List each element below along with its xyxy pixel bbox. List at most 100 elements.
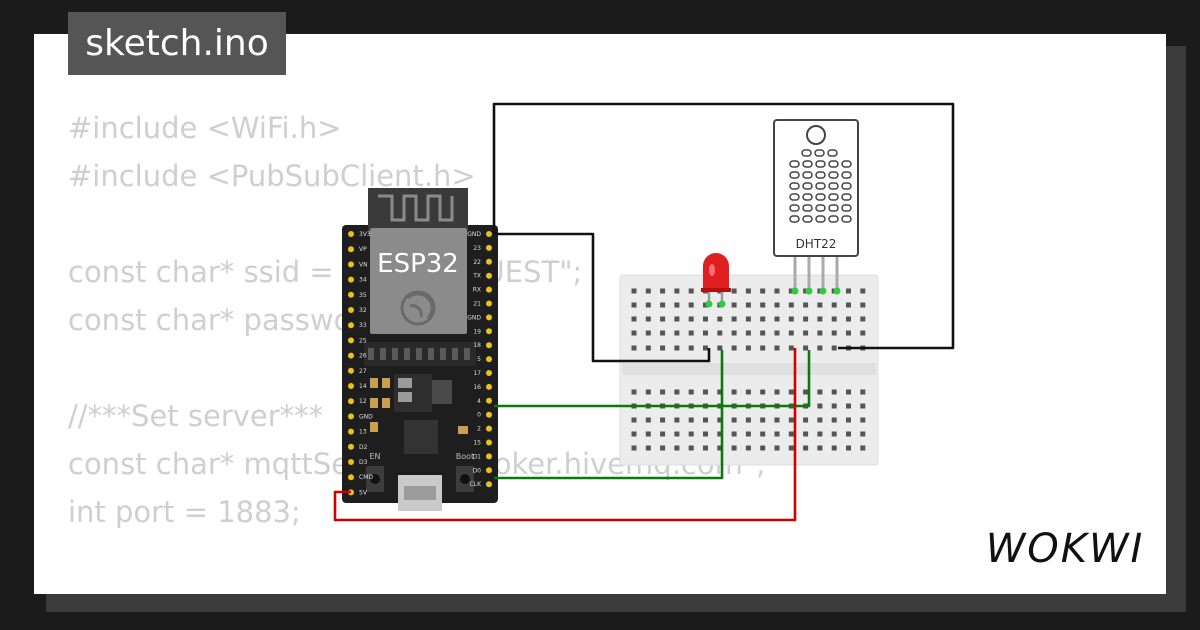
dht22-sensor: DHT22	[773, 119, 859, 295]
header-pin	[348, 246, 354, 253]
header-pin	[486, 370, 492, 376]
header-pin	[486, 467, 492, 474]
pin-label: 32	[359, 307, 367, 314]
pin-label: D1	[473, 453, 482, 460]
header-pin	[486, 328, 492, 335]
pin-label: 5	[477, 356, 481, 363]
pin-label: D0	[473, 467, 482, 474]
code-line: int port = 1883;	[68, 495, 301, 529]
header-pin	[486, 231, 492, 237]
header-pin	[348, 307, 354, 313]
wire-gnd-led	[494, 232, 711, 363]
pin-label: 14	[359, 383, 367, 390]
pin-label: CLK	[470, 481, 483, 488]
header-pin	[486, 286, 492, 293]
code-background: #include <WiFi.h> #include <PubSubClient.…	[68, 104, 766, 594]
pin-label: 25	[359, 337, 367, 344]
preview-card: #include <WiFi.h> #include <PubSubClient.…	[34, 34, 1166, 594]
pin-label: 34	[359, 277, 367, 284]
boot-label: Boot	[456, 452, 474, 461]
header-pin	[486, 481, 492, 488]
header-pin	[348, 398, 354, 405]
header-pin	[348, 276, 354, 283]
pin-label: 26	[359, 353, 367, 360]
pin-label: D2	[359, 444, 368, 451]
breadboard	[619, 274, 879, 466]
esp32-board: ESP32 EN Boot 3V3VPVN343532332526271412G…	[342, 188, 498, 511]
header-pin	[348, 413, 354, 420]
pin-label: 4	[477, 398, 481, 405]
header-pin	[348, 367, 354, 374]
pin-label: 5V	[359, 489, 368, 496]
espressif-logo-icon	[400, 290, 436, 326]
pin-label: GND	[467, 231, 481, 238]
logo-text: WOKWI	[986, 526, 1145, 572]
esp32-module	[370, 228, 467, 334]
dht22-label: DHT22	[796, 237, 837, 251]
pin-label: GND	[467, 314, 481, 321]
header-pin	[348, 474, 354, 481]
header-pin	[348, 231, 354, 237]
pin-label: 19	[473, 328, 481, 335]
code-line: #include <WiFi.h>	[68, 111, 342, 145]
header-pin	[486, 425, 492, 432]
header-pin	[348, 261, 354, 268]
wires	[333, 102, 955, 522]
pin-label: 16	[473, 384, 481, 391]
pin-label: VP	[359, 246, 367, 253]
pin-label: 27	[359, 368, 367, 375]
wire-gnd-dht	[492, 102, 955, 350]
pin-label: 21	[473, 301, 481, 308]
header-pin	[348, 428, 354, 435]
pin-label: D3	[359, 459, 368, 466]
code-line: //***Set server***	[68, 399, 324, 433]
pin-label: 22	[473, 259, 481, 266]
pin-label: 33	[359, 322, 367, 329]
header-pin	[348, 443, 354, 450]
header-pin	[486, 356, 492, 363]
antenna-trace-icon	[378, 194, 454, 222]
header-pin	[486, 314, 492, 321]
code-line: #include <PubSubClient.h>	[68, 159, 476, 193]
code-line: WiFiClient espClient;	[68, 584, 766, 594]
pin-label: RX	[473, 287, 481, 294]
header-pin	[486, 244, 492, 251]
pin-label: 3V3	[359, 231, 371, 238]
pin-label: 12	[359, 398, 367, 405]
header-pin	[486, 300, 492, 307]
pin-label: 17	[473, 370, 481, 377]
header-pin	[348, 383, 354, 389]
pin-label: 23	[473, 245, 481, 252]
pin-label: VN	[359, 261, 368, 268]
board-name: ESP32	[377, 249, 459, 279]
pin-label: CMD	[359, 474, 373, 481]
header-pin	[348, 322, 354, 329]
pin-label: 13	[359, 429, 367, 436]
pin-label: GND	[359, 413, 373, 420]
pin-label: 0	[477, 412, 481, 419]
header-pin	[348, 459, 354, 465]
pin-label: 18	[473, 342, 481, 349]
wire-5v-dht	[333, 348, 797, 522]
pin-label: 35	[359, 292, 367, 299]
wire-d4-dht	[494, 350, 811, 408]
header-pin	[486, 258, 492, 265]
header-pin	[348, 291, 354, 298]
header-pin	[348, 337, 354, 344]
header-pin	[486, 383, 492, 390]
red-led	[701, 253, 731, 308]
header-pin	[348, 352, 354, 359]
pin-label: 15	[473, 440, 481, 447]
header-pin	[486, 342, 492, 349]
header-pin	[486, 453, 492, 460]
wire-d2-led	[494, 350, 724, 480]
pin-label: 2	[477, 426, 481, 433]
header-pin	[486, 439, 492, 446]
sketch-filename-label: sketch.ino	[68, 12, 286, 75]
wokwi-logo-icon: WOKWI	[986, 526, 1145, 572]
pin-label: TX	[472, 273, 481, 280]
header-pin	[486, 397, 492, 404]
header-pin	[486, 411, 492, 418]
en-label: EN	[369, 452, 380, 461]
